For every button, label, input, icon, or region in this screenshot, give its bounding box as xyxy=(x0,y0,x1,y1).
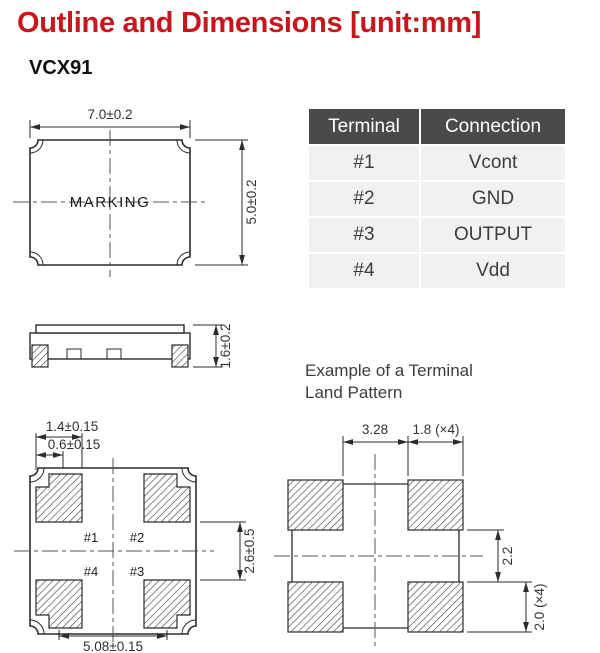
land-pattern-drawing: 3.28 1.8 (×4) 2.2 2.0 (×4) xyxy=(274,422,547,650)
page-title: Outline and Dimensions [unit:mm] xyxy=(17,7,482,39)
side-view-height-dimension: 1.6±0.2 xyxy=(193,324,233,369)
bottom-view-vertical-dimension: 2.6±0.5 xyxy=(200,521,257,581)
top-view-drawing: 7.0±0.2 MARKING 5.0±0.2 xyxy=(13,107,259,277)
terminal-cell: #1 xyxy=(309,146,419,180)
connection-cell: GND xyxy=(421,182,565,216)
terminal-cell: #2 xyxy=(309,182,419,216)
land-pad xyxy=(407,479,464,531)
table-row: #2 GND xyxy=(309,182,565,216)
bottom-view-pad-width-label: 1.4±0.15 xyxy=(46,419,98,434)
bottom-view-pad-inner-label: 0.6±0.15 xyxy=(48,437,100,452)
side-view-height-label: 1.6±0.2 xyxy=(218,324,233,369)
connection-cell: OUTPUT xyxy=(421,218,565,252)
table-row: #1 Vcont xyxy=(309,146,565,180)
terminal-pad-3 xyxy=(143,579,191,629)
terminal-table-header-row: Terminal Connection xyxy=(309,109,565,144)
top-view-height-label: 5.0±0.2 xyxy=(244,180,259,225)
terminal-cell: #4 xyxy=(309,254,419,288)
marking-label: MARKING xyxy=(70,194,151,211)
bottom-view-pad-width-dimension: 1.4±0.15 xyxy=(35,419,98,470)
model-label: VCX91 xyxy=(29,57,93,79)
terminal-pad-1 xyxy=(35,473,83,523)
bottom-view-drawing: 1.4±0.15 0.6±0.15 #1 #2 #4 #3 2.6±0.5 xyxy=(14,419,257,653)
table-row: #3 OUTPUT xyxy=(309,218,565,252)
bottom-view-pad-inner-dimension: 0.6±0.15 xyxy=(36,437,100,470)
terminal-table-header-connection: Connection xyxy=(421,109,565,144)
pad-label-4: #4 xyxy=(84,564,98,579)
side-view-package xyxy=(29,324,191,368)
top-view-height-dimension: 5.0±0.2 xyxy=(195,139,259,266)
top-view-width-dimension: 7.0±0.2 xyxy=(29,107,191,138)
land-pattern-top-dimensions: 3.28 1.8 (×4) xyxy=(342,422,464,476)
land-pad xyxy=(407,581,464,633)
land-pattern-right-dimensions: 2.2 2.0 (×4) xyxy=(467,529,547,633)
terminal-table-header-terminal: Terminal xyxy=(309,109,419,144)
terminal-table: Terminal Connection #1 Vcont #2 GND #3 O… xyxy=(307,107,567,290)
connection-cell: Vcont xyxy=(421,146,565,180)
top-view-width-label: 7.0±0.2 xyxy=(88,107,133,122)
side-view-drawing: 1.6±0.2 xyxy=(29,324,233,369)
bottom-view-pitch-dimension: 5.08±0.15 xyxy=(58,630,168,653)
land-pattern-pad-width-label: 1.8 (×4) xyxy=(413,422,460,437)
pad-label-1: #1 xyxy=(84,530,98,545)
land-pad xyxy=(287,479,344,531)
land-pattern-pad-height-label: 2.0 (×4) xyxy=(532,584,547,631)
table-row: #4 Vdd xyxy=(309,254,565,288)
pad-label-2: #2 xyxy=(130,530,144,545)
pad-label-3: #3 xyxy=(130,564,144,579)
bottom-view-vertical-label: 2.6±0.5 xyxy=(242,529,257,574)
terminal-cell: #3 xyxy=(309,218,419,252)
terminal-pad-2 xyxy=(143,473,191,523)
land-pattern-caption: Example of a Terminal Land Pattern xyxy=(305,361,473,403)
land-pattern-gap-label: 3.28 xyxy=(362,422,388,437)
side-view-terminal-pad xyxy=(171,344,189,368)
bottom-view-pitch-label: 5.08±0.15 xyxy=(83,639,143,653)
land-pad xyxy=(287,581,344,633)
connection-cell: Vdd xyxy=(421,254,565,288)
terminal-pad-4 xyxy=(35,579,83,629)
land-pattern-gap-v-label: 2.2 xyxy=(500,547,515,566)
side-view-terminal-pad xyxy=(31,344,49,368)
